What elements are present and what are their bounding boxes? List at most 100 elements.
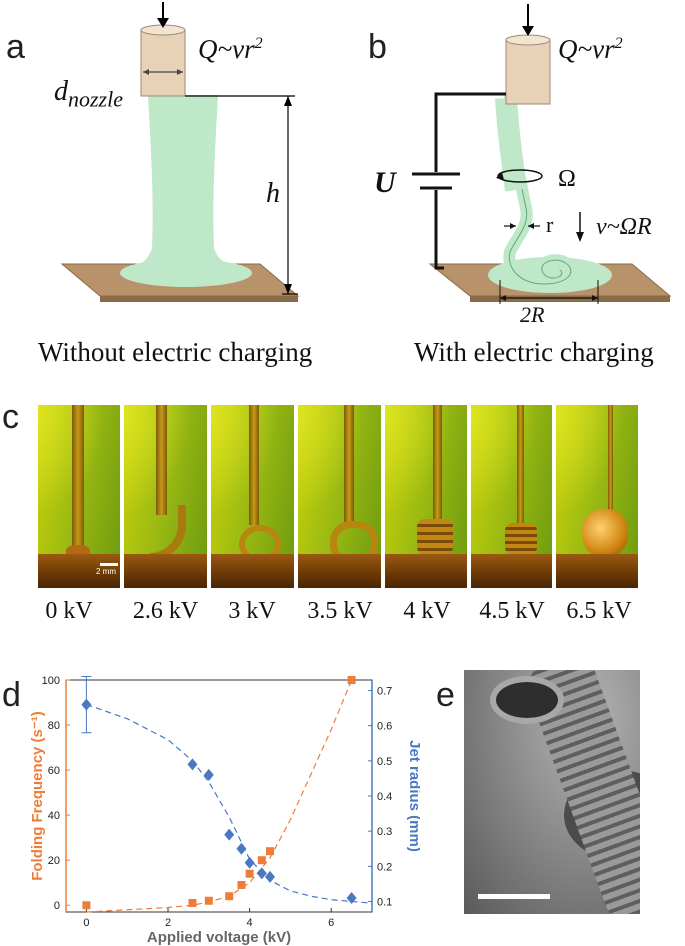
frequency-point: [347, 676, 356, 684]
jet-radius-point: [244, 856, 255, 869]
jet-coil-stack: [417, 519, 453, 555]
frequency-point: [266, 847, 274, 856]
photo-3.5kv: [298, 405, 381, 588]
y2-tick-label: 0.4: [377, 791, 392, 803]
photo-4.5kv: [471, 405, 552, 588]
voltage-label: U: [374, 166, 396, 199]
photo-2.6kv: [124, 405, 207, 588]
photo-4kv: [385, 405, 467, 588]
jet-stream: [608, 405, 613, 513]
jet-radius-point: [81, 698, 92, 711]
y-tick-label: 40: [48, 810, 60, 822]
x-tick-label: 2: [165, 917, 171, 929]
jet-radius-point: [224, 828, 235, 841]
jet-radius-fit-line: [86, 704, 373, 904]
y-axis-title: Folding Frequency (s⁻¹): [29, 711, 46, 881]
x-axis-title: Applied voltage (kV): [147, 929, 291, 946]
velocity-label: v~ΩR: [596, 214, 652, 240]
y2-tick-label: 0.6: [377, 721, 392, 733]
panel-d-letter: d: [2, 676, 21, 714]
flow-rate-exp-a: 2: [254, 35, 263, 52]
panel-a-schematic: [60, 2, 300, 302]
liquid-jet-a: [126, 95, 246, 270]
flow-rate-main-a: Q~vr: [198, 34, 255, 64]
frequency-point: [257, 856, 266, 865]
jet-radius-point: [236, 842, 247, 855]
panel-e-letter: e: [436, 676, 455, 714]
y-tick-label: 0: [54, 900, 60, 912]
height-label: h: [266, 178, 280, 209]
flow-rate-label-a: Q~vr2: [198, 34, 263, 65]
photo-3kv: [211, 405, 294, 588]
jet-radius-point: [265, 870, 275, 883]
jet-radius-point: [203, 768, 214, 781]
nozzle-diameter-label: dnozzle: [54, 76, 123, 113]
voltage-label-4kv: 4 kV: [403, 598, 451, 624]
voltage-label-0kv: 0 kV: [45, 598, 93, 624]
y2-tick-label: 0.3: [377, 826, 392, 838]
y-tick-label: 60: [48, 765, 60, 777]
panel-a-letter: a: [6, 28, 25, 66]
jet-bend: [150, 505, 186, 561]
diameter-label: 2R: [520, 302, 545, 327]
voltage-label-4.5kv: 4.5 kV: [479, 598, 545, 624]
y-tick-label: 20: [48, 855, 60, 867]
caption-a: Without electric charging: [38, 337, 313, 367]
flow-rate-main-b: Q~vr: [558, 34, 615, 64]
photo-6.5kv: [556, 405, 638, 588]
y2-tick-label: 0.5: [377, 756, 392, 768]
voltage-label-3kv: 3 kV: [228, 598, 276, 624]
jet-radius-point: [256, 867, 267, 880]
frequency-point: [188, 898, 197, 907]
circuit-wire-top: [434, 92, 506, 172]
radius-label: r: [546, 212, 554, 237]
photo-0kv: 2 mm: [38, 405, 120, 588]
sem-scale-bar: [478, 894, 550, 899]
jet-coil-stack: [505, 523, 537, 555]
voltage-label-2.6kv: 2.6 kV: [132, 598, 199, 624]
plot-frame: [65, 679, 373, 913]
jet-stream: [249, 405, 259, 525]
omega-label: Ω: [558, 166, 576, 192]
y-tick-label: 100: [42, 675, 60, 687]
flow-rate-exp-b: 2: [614, 35, 623, 52]
scale-bar-label: 2 mm: [96, 567, 116, 576]
jet-blob: [582, 509, 628, 557]
panel-c-letter: c: [2, 398, 19, 436]
nozzle-b: [505, 39, 551, 105]
frequency-fit-line: [86, 679, 353, 913]
frequency-point: [245, 869, 254, 878]
y-tick-label: 80: [48, 720, 60, 732]
nozzle-diameter-sub: nozzle: [68, 86, 123, 112]
frequency-point: [204, 896, 213, 905]
y2-tick-label: 0.2: [377, 861, 392, 873]
jet-stream: [344, 405, 354, 523]
y2-tick-label: 0.7: [377, 686, 392, 698]
voltage-label-6.5kv: 6.5 kV: [566, 598, 632, 624]
nozzle-diameter-main: d: [54, 76, 68, 107]
voltage-label-3.5kv: 3.5 kV: [307, 598, 373, 624]
panel-b-schematic: [412, 4, 672, 304]
sem-image: [464, 670, 640, 914]
flow-rate-label-b: Q~vr2: [558, 34, 623, 65]
panel-b-letter: b: [368, 28, 387, 66]
x-tick-label: 6: [328, 917, 334, 929]
jet-stream: [156, 405, 167, 515]
x-tick-label: 4: [247, 917, 253, 929]
jet-stream: [517, 405, 524, 529]
y2-axis-title: Jet radius (mm): [406, 740, 420, 852]
x-tick-label: 0: [83, 917, 89, 929]
y2-tick-label: 0.1: [377, 896, 392, 908]
circuit-wire-bottom: [434, 190, 444, 270]
jet-radius-point: [187, 758, 198, 771]
frequency-point: [82, 901, 91, 910]
scale-bar: [100, 563, 118, 566]
caption-b: With electric charging: [414, 337, 654, 367]
nozzle-a: [140, 29, 186, 97]
jet-radius-point: [346, 891, 357, 904]
jet-stream: [72, 405, 84, 555]
frequency-point: [225, 892, 234, 901]
sem-tube-opening: [490, 676, 564, 724]
